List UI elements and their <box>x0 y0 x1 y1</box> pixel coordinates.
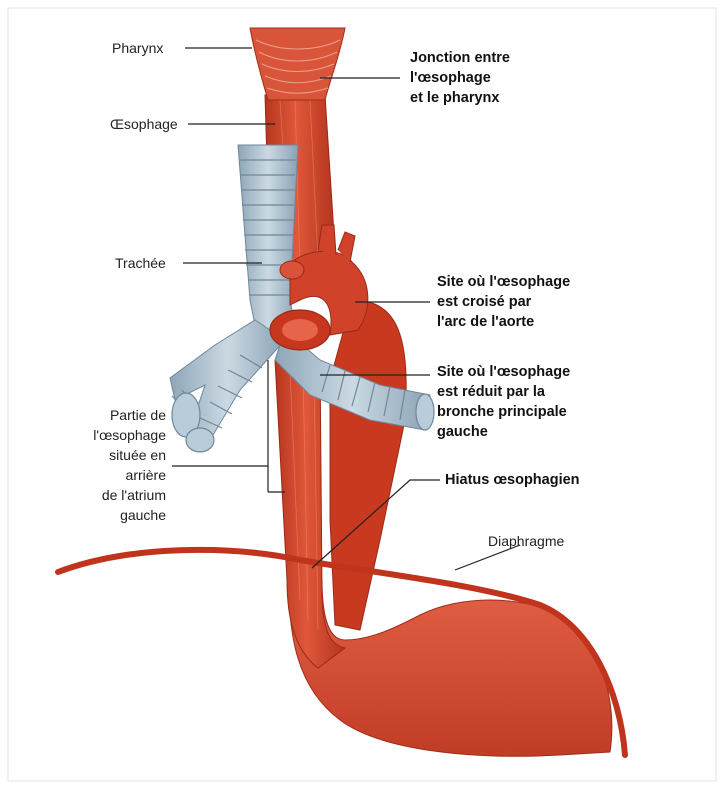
label-partie-line-2: l'œsophage <box>60 425 166 445</box>
vessel-cut <box>280 261 304 279</box>
label-pharynx: Pharynx <box>112 38 163 58</box>
label-site-bronche-line-1: Site où l'œsophage <box>437 362 570 382</box>
label-diaphragme: Diaphragme <box>488 531 564 551</box>
label-site-aorte-line-2: est croisé par <box>437 292 570 312</box>
label-partie-line-6: gauche <box>60 505 166 525</box>
label-trachee: Trachée <box>115 253 166 273</box>
label-site-aorte: Site où l'œsophage est croisé par l'arc … <box>437 272 570 332</box>
label-jonction: Jonction entre l'œsophage et le pharynx <box>410 48 510 108</box>
label-site-aorte-line-3: l'arc de l'aorte <box>437 312 570 332</box>
label-site-bronche-line-2: est réduit par la <box>437 382 570 402</box>
label-partie-line-3: située en <box>60 445 166 465</box>
label-jonction-line-1: Jonction entre <box>410 48 510 68</box>
label-site-bronche: Site où l'œsophage est réduit par la bro… <box>437 362 570 442</box>
pharynx <box>250 28 345 100</box>
label-site-bronche-line-4: gauche <box>437 422 570 442</box>
label-jonction-line-2: l'œsophage <box>410 68 510 88</box>
label-partie-line-1: Partie de <box>60 405 166 425</box>
label-partie-line-4: arrière <box>60 465 166 485</box>
label-partie-oesophage: Partie de l'œsophage située en arrière d… <box>60 405 166 525</box>
label-partie-line-5: de l'atrium <box>60 485 166 505</box>
label-jonction-line-3: et le pharynx <box>410 88 510 108</box>
label-site-aorte-line-1: Site où l'œsophage <box>437 272 570 292</box>
label-hiatus: Hiatus œsophagien <box>445 470 580 490</box>
label-oesophage: Œsophage <box>110 114 178 134</box>
label-site-bronche-line-3: bronche principale <box>437 402 570 422</box>
descending-aorta <box>330 300 406 630</box>
